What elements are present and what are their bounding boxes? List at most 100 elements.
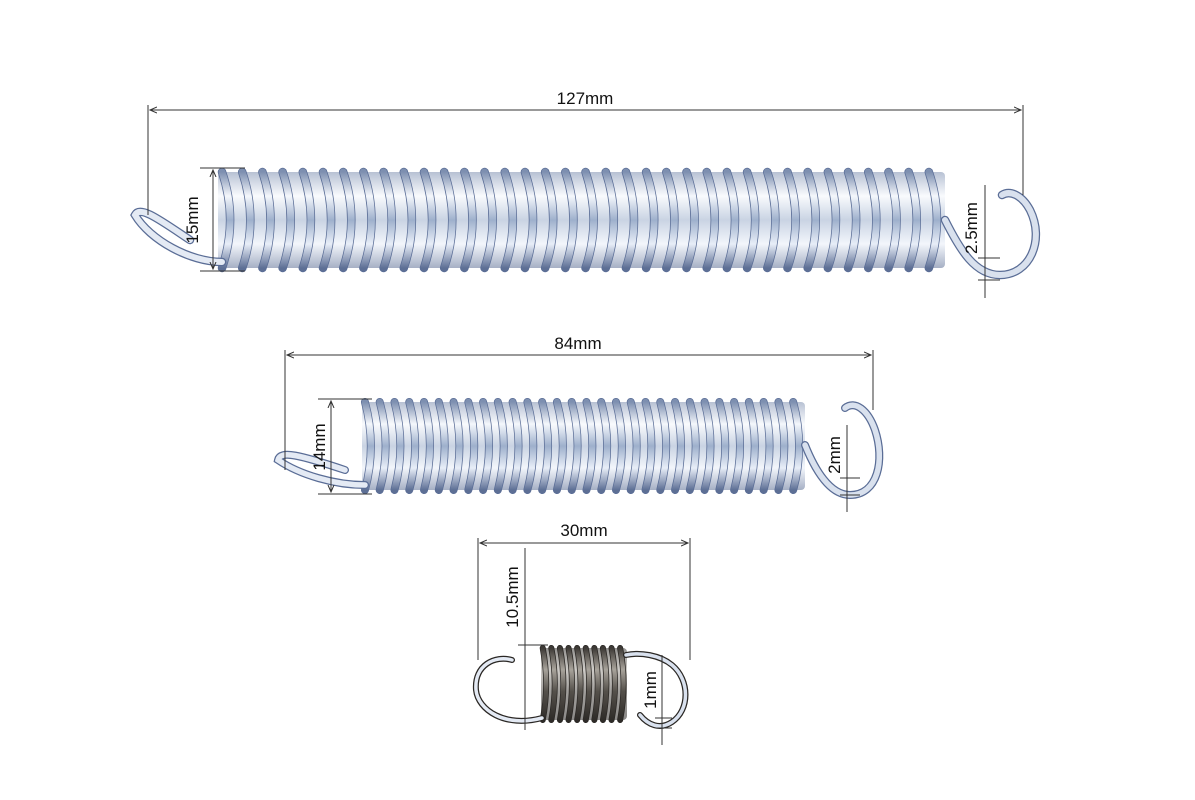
coil [701, 398, 714, 494]
coil [238, 168, 254, 272]
coil [359, 168, 375, 272]
coil [361, 398, 375, 494]
coil [582, 168, 598, 272]
coil [905, 168, 921, 272]
coil [460, 168, 476, 272]
coil [258, 168, 275, 272]
coil [406, 398, 419, 494]
coil [703, 168, 719, 272]
coil [440, 168, 456, 272]
coil [716, 398, 729, 494]
right-hook [942, 190, 1039, 279]
coil [602, 168, 618, 272]
coil [481, 168, 497, 272]
small-spring [472, 645, 689, 729]
coil [435, 398, 448, 494]
coil [600, 645, 609, 723]
coil [671, 398, 685, 494]
coil [376, 398, 389, 494]
coil [743, 168, 759, 272]
coil [789, 398, 803, 494]
left-hook-outline [472, 655, 545, 724]
coil [824, 168, 840, 272]
left-hook [274, 452, 368, 488]
coil [540, 645, 549, 723]
large-spring-dimensions: 127mm 15mm 2.5mm [147, 89, 1024, 298]
coil [574, 645, 583, 723]
coil [864, 168, 880, 272]
wire-label: 1mm [641, 671, 660, 709]
coil [400, 168, 416, 272]
coil [597, 398, 611, 494]
right-hook-outline [940, 188, 1041, 280]
coil [844, 168, 860, 272]
coil [686, 398, 699, 494]
coil [583, 398, 596, 494]
coil [804, 168, 820, 272]
coil [566, 645, 575, 723]
coil [479, 398, 493, 494]
coil [561, 168, 577, 272]
coil [494, 398, 508, 494]
left-hook [131, 208, 225, 265]
coil [465, 398, 478, 494]
left-hook-outline [130, 207, 227, 267]
coil [617, 645, 626, 723]
coil [420, 168, 436, 272]
coil [760, 398, 773, 494]
coil [622, 168, 638, 272]
coil [884, 168, 901, 272]
coil [683, 168, 699, 272]
coil [745, 398, 759, 494]
coil [380, 168, 396, 272]
coil [730, 398, 744, 494]
right-hook [624, 652, 688, 728]
wire-label: 2.5mm [962, 202, 981, 254]
coil [763, 168, 779, 272]
coil [657, 398, 670, 494]
coil [549, 645, 557, 723]
length-label: 127mm [557, 89, 614, 108]
wire-label: 2mm [825, 436, 844, 474]
left-hook [474, 657, 544, 723]
length-label: 30mm [560, 521, 607, 540]
coil [627, 398, 640, 494]
coil [612, 398, 626, 494]
coil [925, 168, 941, 272]
coil [319, 168, 335, 272]
diameter-label: 15mm [183, 196, 202, 243]
coil [501, 168, 517, 272]
coil [279, 168, 295, 272]
coil [541, 168, 557, 272]
coil [557, 645, 566, 723]
coil [553, 398, 567, 494]
length-label: 84mm [554, 334, 601, 353]
coil [420, 398, 434, 494]
coil [609, 645, 618, 723]
coil [391, 398, 404, 494]
spring-body [218, 172, 945, 268]
coil [642, 398, 655, 494]
coil [521, 168, 537, 272]
coil [299, 168, 315, 272]
coil [538, 398, 552, 494]
coil [592, 645, 600, 723]
coil [509, 398, 522, 494]
coil [450, 398, 463, 494]
coil [783, 168, 800, 272]
large-spring [130, 167, 1041, 280]
coil [662, 168, 678, 272]
diameter-label: 14mm [310, 423, 329, 470]
medium-spring [273, 398, 884, 500]
diameter-label: 10.5mm [503, 566, 522, 627]
coil [723, 168, 739, 272]
coil [775, 398, 788, 494]
coil [583, 645, 592, 723]
coil [524, 398, 537, 494]
coil [642, 168, 658, 272]
coil [568, 398, 581, 494]
right-hook [802, 402, 883, 498]
small-spring-dimensions: 30mm 10.5mm 1mm [477, 521, 691, 745]
coil [218, 168, 234, 272]
